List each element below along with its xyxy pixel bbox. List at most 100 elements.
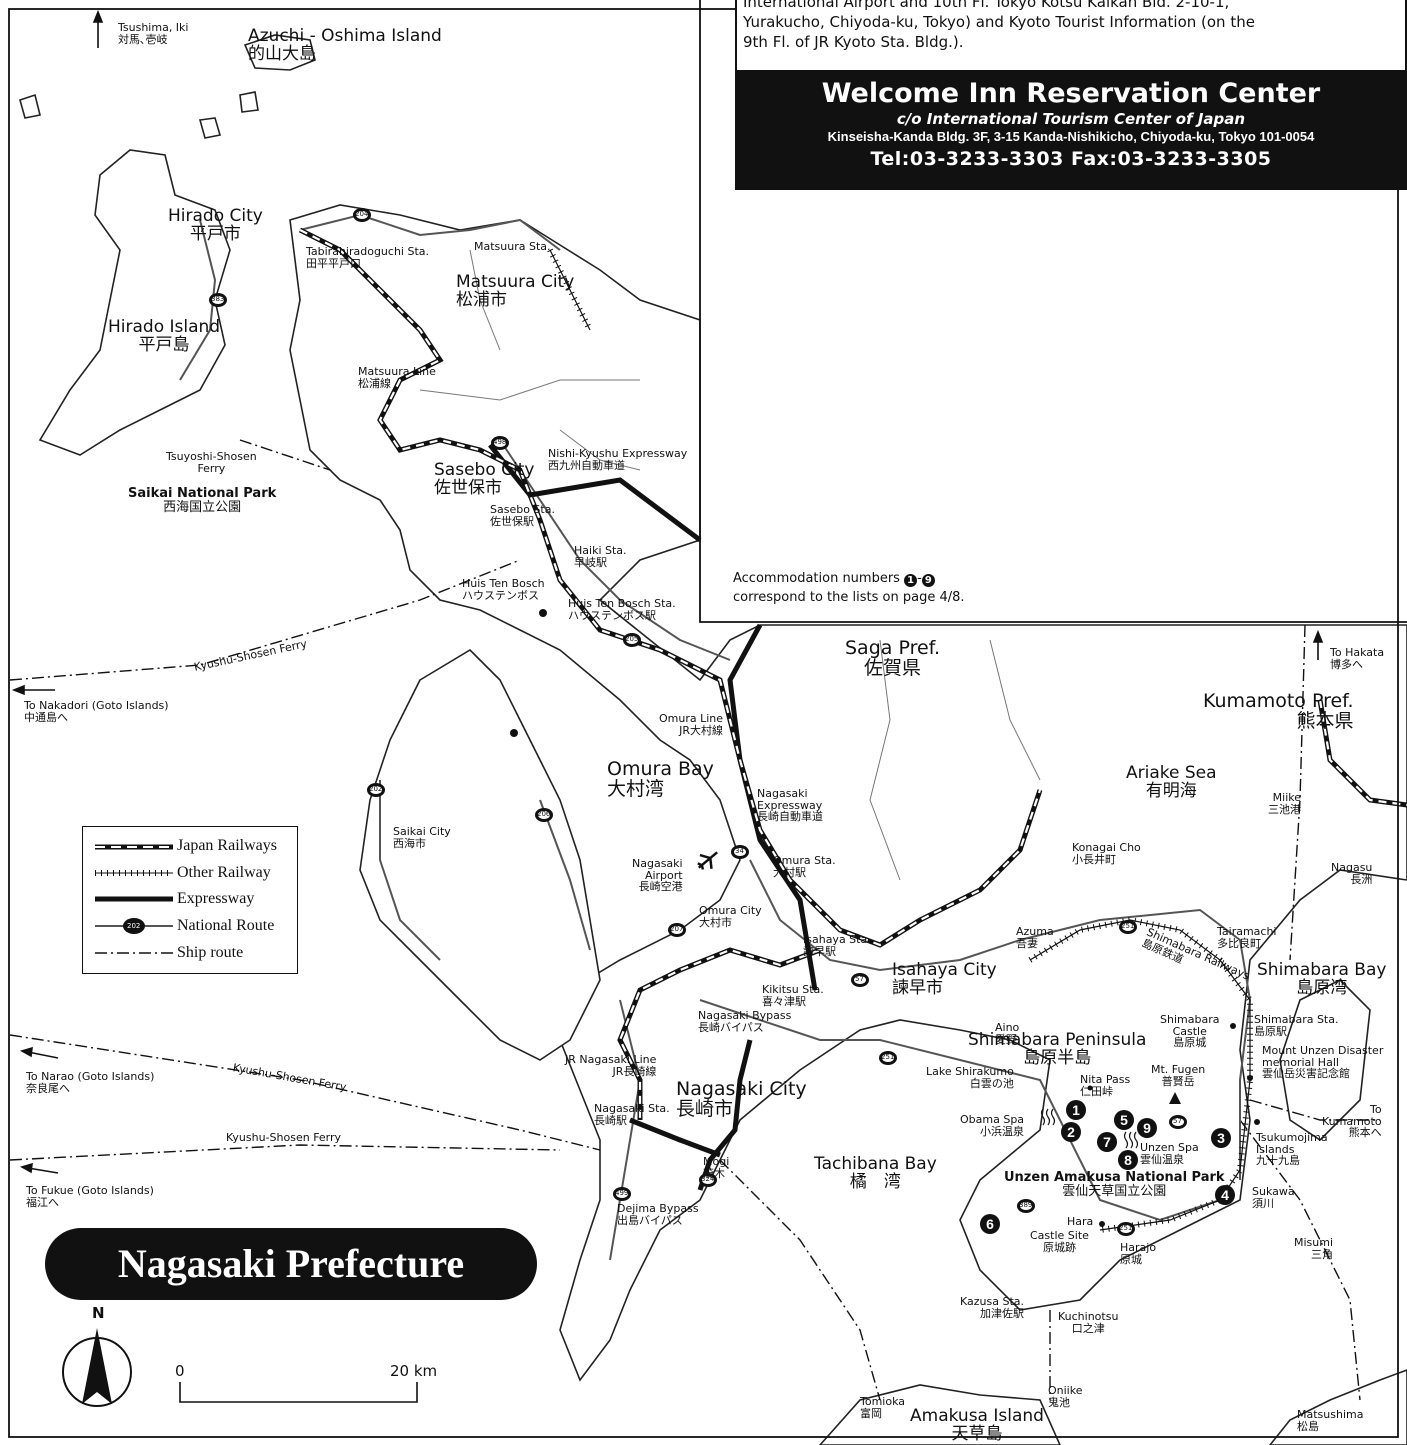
scale-start: 0	[175, 1362, 185, 1380]
route-num: 206	[537, 810, 551, 818]
accommodation-marker[interactable]: 4	[1215, 1185, 1235, 1205]
legend-ship: Ship route	[177, 944, 244, 961]
legend-jr: Japan Railways	[177, 837, 277, 854]
legend-expressway: Expressway	[177, 890, 255, 907]
ship-routes	[9, 439, 1380, 1401]
accommodation-marker[interactable]: 5	[1114, 1110, 1134, 1130]
note-num-b: 9	[921, 574, 935, 587]
reservation-address: Kinseisha-Kanda Bldg. 3F, 3-15 Kanda-Nis…	[827, 129, 1315, 144]
route-badge	[1117, 1222, 1135, 1236]
accommodation-marker[interactable]: 1	[1066, 1100, 1086, 1120]
poi-dots	[510, 609, 1260, 1227]
note-sep: -	[917, 571, 922, 586]
route-num: 202	[369, 785, 383, 793]
route-num: 205	[625, 635, 639, 643]
label-matsuura-sta: Matsuura Sta.	[474, 240, 551, 253]
route-num: 251	[1121, 922, 1135, 930]
accommodation-marker[interactable]: 7	[1097, 1132, 1117, 1152]
route-num: 383	[211, 295, 225, 303]
note-text: Accommodation numbers	[733, 571, 905, 586]
route-badge	[535, 808, 553, 822]
label-kumamoto-pref: Kumamoto Pref.熊本県	[1203, 690, 1354, 732]
route-badge	[353, 208, 371, 222]
jr-railways	[298, 227, 1407, 1120]
route-num: 207	[670, 925, 684, 933]
label-kikitsu: Kikitsu Sta.喜々津駅	[762, 983, 824, 1008]
tsukumo-dot	[1254, 1119, 1260, 1125]
nita-dot	[1087, 1085, 1093, 1091]
route-num: 57	[855, 975, 864, 983]
route-num: 499	[615, 1189, 629, 1197]
reservation-title: Welcome Inn Reservation Center	[821, 78, 1321, 109]
route-badge	[731, 845, 749, 859]
route-badge	[623, 633, 641, 647]
route-num: 251	[881, 1053, 895, 1061]
label-nagasaki-sta: Nagasaki Sta.長崎駅	[594, 1102, 670, 1127]
reservation-center-box: Welcome Inn Reservation Center c/o Inter…	[735, 72, 1407, 190]
legend-other-rail: Other Railway	[177, 864, 271, 881]
route-badge	[1169, 1115, 1187, 1129]
label-nakadori: To Nakadori (Goto Islands)中通島へ	[24, 699, 169, 724]
legend: Japan Railways Other Railway Expressway …	[82, 826, 298, 974]
reservation-phone: Tel:03-3233-3303 Fax:03-3233-3305	[870, 148, 1272, 170]
label-isahaya-sta: Isahaya Sta.諫早駅	[803, 933, 871, 958]
legend-route-badge: 202	[127, 922, 141, 930]
reservation-subtitle: c/o International Tourism Center of Japa…	[896, 110, 1246, 128]
route-badge	[851, 973, 869, 987]
route-num: 251	[1119, 1224, 1133, 1232]
route-badge	[1017, 1199, 1035, 1213]
accommodation-marker[interactable]: 6	[980, 1214, 1000, 1234]
dot	[510, 729, 518, 737]
frames	[8, 0, 1407, 1438]
label-sasebo-sta: Sasebo Sta.佐世保駅	[490, 503, 555, 528]
htb-dot	[539, 609, 547, 617]
route-badges	[209, 208, 1187, 1236]
route-num: 34	[735, 847, 744, 855]
label-fukue: To Fukue (Goto Islands)福江へ	[26, 1184, 154, 1209]
accommodation-marker[interactable]: 8	[1118, 1150, 1138, 1170]
accommodation-marker[interactable]: 2	[1061, 1122, 1081, 1142]
route-badge	[613, 1187, 631, 1201]
label-hara: Hara	[1067, 1215, 1094, 1228]
info-line-3: 9th Fl. of JR Kyoto Sta. Bldg.).	[743, 33, 964, 51]
scale-end: 20 km	[390, 1362, 438, 1380]
info-box: International Airport and 10th Fl. Tokyo…	[735, 0, 1407, 72]
route-badge	[668, 923, 686, 937]
route-num: 57	[1173, 1117, 1182, 1125]
airport-icon	[697, 851, 718, 870]
accommodation-marker[interactable]: 9	[1137, 1118, 1157, 1138]
label-tabira: Tabirahiradoguchi Sta.田平平戸口	[306, 245, 430, 270]
info-line-1: International Airport and 10th Fl. Tokyo…	[743, 0, 1230, 11]
legend-symbols	[95, 844, 173, 954]
scale-bar	[179, 1382, 418, 1403]
route-badge	[209, 293, 227, 307]
accommodation-marker[interactable]: 3	[1211, 1128, 1231, 1148]
